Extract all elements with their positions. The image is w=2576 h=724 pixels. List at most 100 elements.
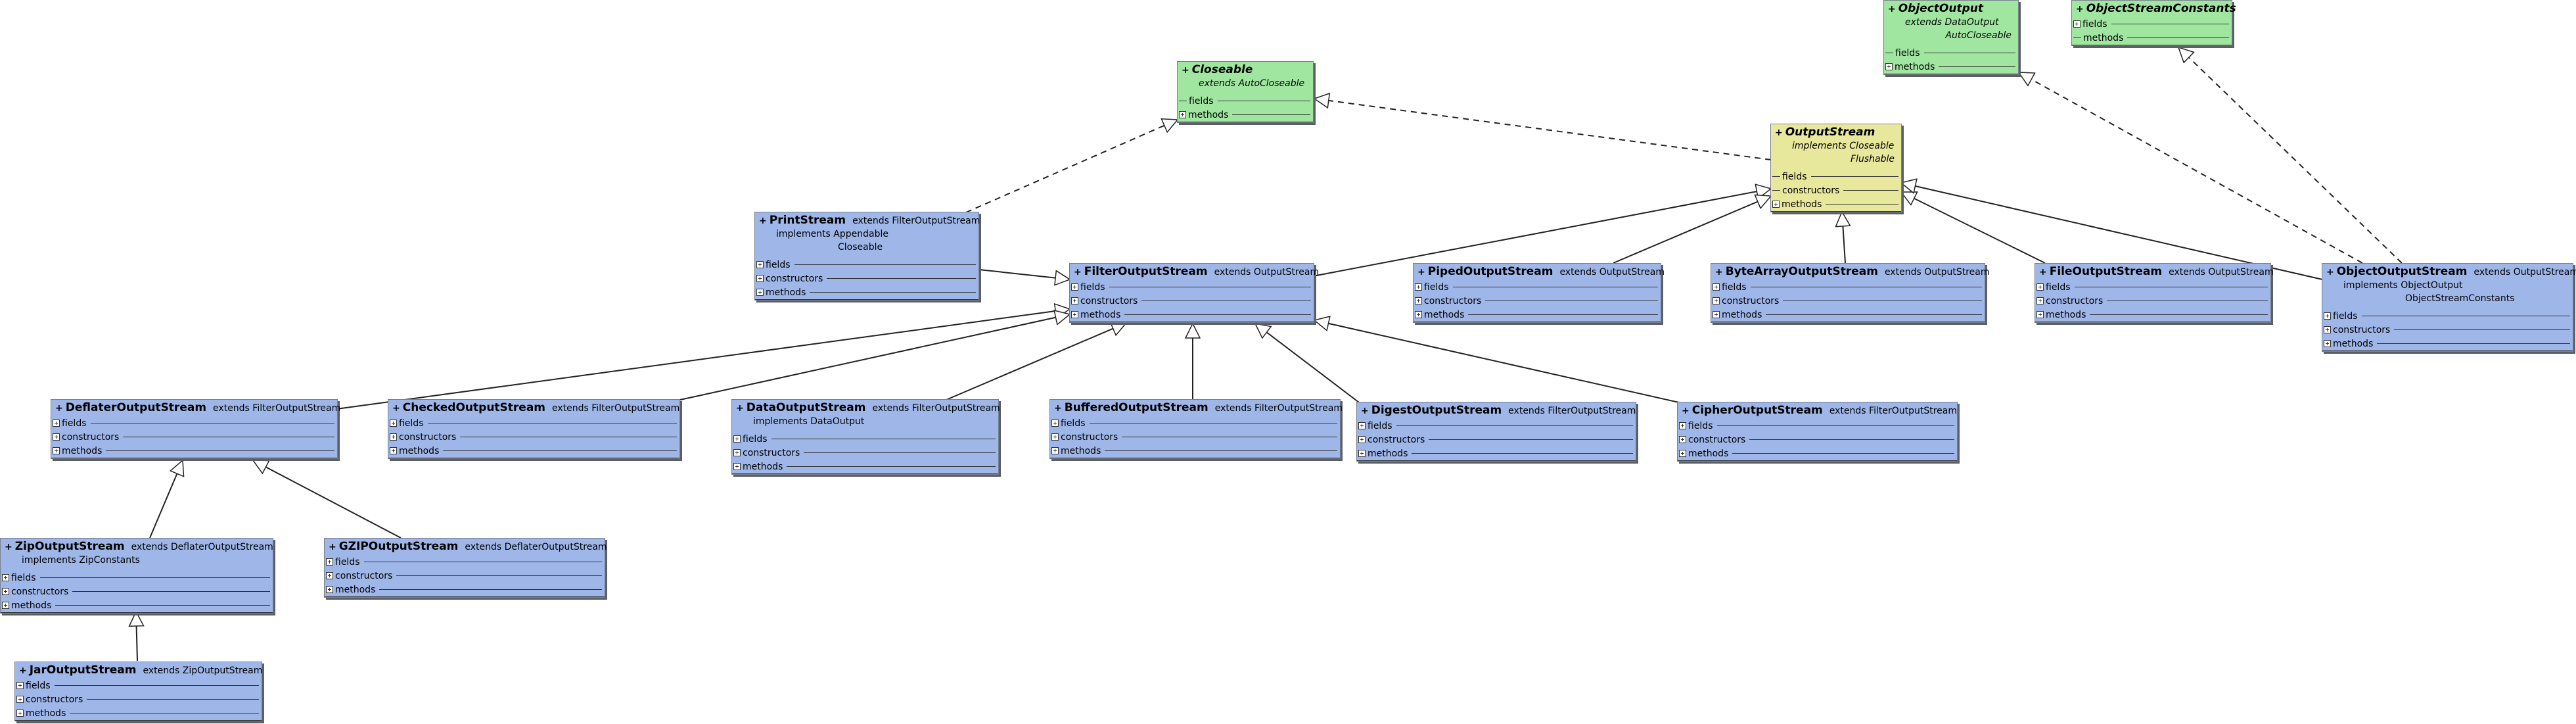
node-objectstreamconstants[interactable]: +ObjectStreamConstants fields methods <box>2071 0 2236 46</box>
methods-section[interactable]: methods <box>2072 31 2232 45</box>
expand-plus-icon[interactable] <box>2036 311 2044 318</box>
expand-plus-icon[interactable] <box>2324 326 2331 333</box>
methods-section[interactable]: methods <box>1050 444 1340 458</box>
expand-plus-icon[interactable] <box>1071 283 1078 291</box>
fields-section[interactable]: fields <box>2072 17 2232 31</box>
fields-section[interactable]: fields <box>1050 416 1340 430</box>
methods-section[interactable]: methods <box>1357 446 1636 461</box>
expand-plus-icon[interactable] <box>1679 450 1686 457</box>
expand-plus-icon[interactable] <box>733 435 741 443</box>
constructors-section[interactable]: constructors <box>1678 433 1957 446</box>
expand-plus-icon[interactable] <box>756 261 764 268</box>
methods-section[interactable]: methods <box>1771 197 1901 212</box>
constructors-section[interactable]: constructors <box>325 569 605 583</box>
constructors-section[interactable]: constructors <box>1357 433 1636 446</box>
expand-plus-icon[interactable] <box>2 602 9 609</box>
methods-section[interactable]: methods <box>51 444 337 458</box>
expand-plus-icon[interactable] <box>53 433 60 441</box>
expand-plus-icon[interactable] <box>1358 450 1366 457</box>
fields-section[interactable]: fields <box>388 416 679 430</box>
expand-plus-icon[interactable] <box>1051 420 1059 427</box>
methods-section[interactable]: methods <box>2322 337 2573 351</box>
expand-plus-icon[interactable] <box>1358 436 1366 443</box>
expand-plus-icon[interactable] <box>1415 297 1422 304</box>
expand-plus-icon[interactable] <box>1679 422 1686 429</box>
expand-plus-icon[interactable] <box>326 558 333 566</box>
expand-plus-icon[interactable] <box>390 447 397 454</box>
constructors-section[interactable]: constructors <box>51 430 337 444</box>
constructors-section[interactable]: constructors <box>1070 294 1314 308</box>
fields-section[interactable]: fields <box>755 258 978 272</box>
expand-plus-icon[interactable] <box>1713 297 1720 304</box>
expand-plus-icon[interactable] <box>16 682 24 689</box>
expand-plus-icon[interactable] <box>2324 312 2331 320</box>
constructors-section[interactable]: constructors <box>15 692 262 706</box>
methods-section[interactable]: methods <box>1711 308 1985 322</box>
expand-plus-icon[interactable] <box>1051 433 1059 441</box>
expand-plus-icon[interactable] <box>390 433 397 441</box>
fields-section[interactable]: fields <box>1 571 273 585</box>
fields-section[interactable]: fields <box>1678 419 1957 433</box>
expand-plus-icon[interactable] <box>53 447 60 454</box>
fields-section[interactable]: fields <box>1357 419 1636 433</box>
expand-plus-icon[interactable] <box>1051 447 1059 454</box>
methods-section[interactable]: methods <box>1 598 273 613</box>
fields-section[interactable]: fields <box>732 432 998 446</box>
node-objectoutput[interactable]: +ObjectOutput extends DataOutput AutoClo… <box>1883 0 2019 75</box>
expand-plus-icon[interactable] <box>390 420 397 427</box>
methods-section[interactable]: methods <box>1070 308 1314 322</box>
expand-plus-icon[interactable] <box>1772 201 1780 208</box>
expand-plus-icon[interactable] <box>733 449 741 456</box>
methods-section[interactable]: methods <box>1678 446 1957 461</box>
fields-section[interactable]: fields <box>1178 94 1313 108</box>
methods-section[interactable]: methods <box>2035 308 2270 322</box>
expand-plus-icon[interactable] <box>326 586 333 593</box>
node-closeable[interactable]: +Closeable extends AutoCloseable fields … <box>1177 61 1314 123</box>
fields-section[interactable]: fields <box>1884 46 2018 60</box>
methods-section[interactable]: methods <box>732 460 998 474</box>
expand-plus-icon[interactable] <box>2324 340 2331 347</box>
methods-section[interactable]: methods <box>1884 60 2018 74</box>
expand-plus-icon[interactable] <box>1358 422 1366 429</box>
fields-section[interactable]: fields <box>2035 280 2270 294</box>
fields-section[interactable]: fields <box>1414 280 1661 294</box>
expand-plus-icon[interactable] <box>1179 111 1186 118</box>
expand-plus-icon[interactable] <box>16 696 24 703</box>
fields-section[interactable]: fields <box>1711 280 1985 294</box>
constructors-section[interactable]: constructors <box>1414 294 1661 308</box>
expand-plus-icon[interactable] <box>756 275 764 282</box>
fields-section[interactable]: fields <box>15 679 262 692</box>
fields-section[interactable]: fields <box>1771 170 1901 183</box>
expand-plus-icon[interactable] <box>733 463 741 470</box>
constructors-section[interactable]: constructors <box>1050 430 1340 444</box>
expand-plus-icon[interactable] <box>1415 283 1422 291</box>
constructors-section[interactable]: constructors <box>388 430 679 444</box>
fields-section[interactable]: fields <box>51 416 337 430</box>
expand-plus-icon[interactable] <box>1679 436 1686 443</box>
fields-section[interactable]: fields <box>325 555 605 569</box>
expand-plus-icon[interactable] <box>326 572 333 579</box>
expand-plus-icon[interactable] <box>1885 63 1893 70</box>
expand-plus-icon[interactable] <box>16 710 24 717</box>
expand-plus-icon[interactable] <box>1713 311 1720 318</box>
expand-plus-icon[interactable] <box>1071 311 1078 318</box>
expand-plus-icon[interactable] <box>1071 297 1078 304</box>
expand-plus-icon[interactable] <box>2 588 9 595</box>
methods-section[interactable]: methods <box>1178 108 1313 122</box>
expand-plus-icon[interactable] <box>2 574 9 581</box>
methods-section[interactable]: methods <box>1414 308 1661 322</box>
constructors-section[interactable]: constructors <box>732 446 998 460</box>
